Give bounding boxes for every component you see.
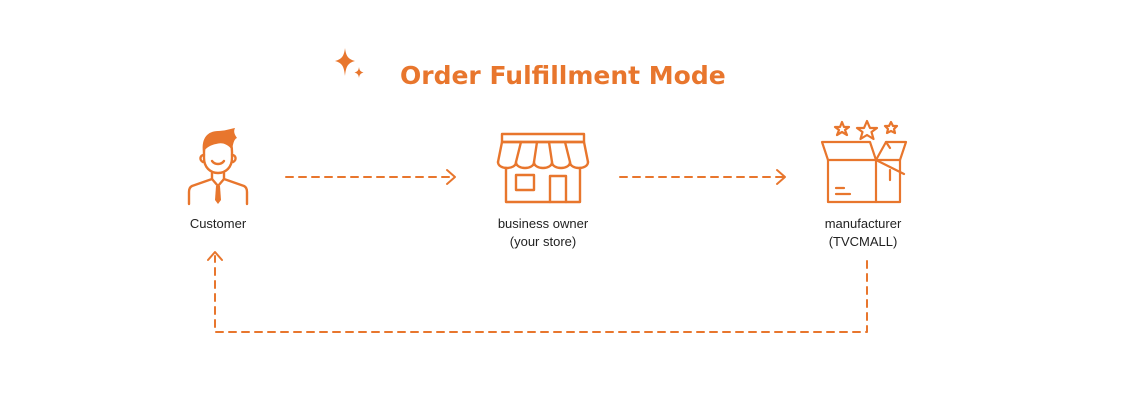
diagram-title: Order Fulfillment Mode <box>400 61 726 90</box>
business-owner-label-line2: (your store) <box>509 234 577 249</box>
storefront-icon <box>496 132 590 204</box>
manufacturer-label: manufacturer (TVCMALL) <box>803 215 923 251</box>
customer-label-text: Customer <box>189 216 247 231</box>
customer-label: Customer <box>168 215 268 233</box>
business-owner-label-line1: business owner <box>497 216 589 231</box>
manufacturer-label-line1: manufacturer <box>824 216 902 231</box>
arrow-manufacturer-to-customer <box>214 255 868 333</box>
open-box-stars-icon <box>820 119 908 204</box>
business-owner-label: business owner (your store) <box>468 215 618 251</box>
sparkle-icon <box>335 48 364 78</box>
person-icon <box>187 128 249 206</box>
manufacturer-label-line2: (TVCMALL) <box>828 234 898 249</box>
